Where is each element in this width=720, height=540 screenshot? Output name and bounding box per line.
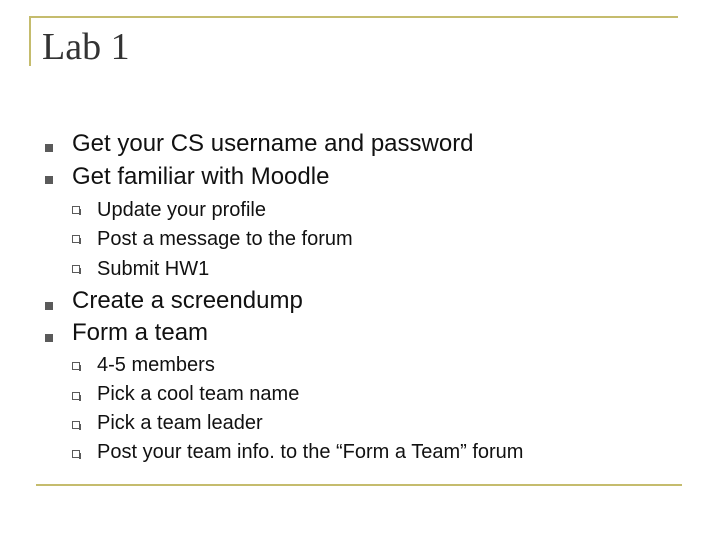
hollow-square-bullet-icon bbox=[72, 235, 81, 244]
hollow-square-bullet-icon bbox=[72, 265, 81, 274]
sub-bullet-item: Update your profile bbox=[97, 199, 266, 221]
bullet-item: Get your CS username and password bbox=[72, 130, 474, 157]
bullet-item: Create a screendump bbox=[72, 287, 303, 314]
sub-bullet-item: Post a message to the forum bbox=[97, 228, 353, 250]
square-bullet-icon bbox=[45, 176, 53, 184]
hollow-square-bullet-icon bbox=[72, 450, 81, 459]
hollow-square-bullet-icon bbox=[72, 206, 81, 215]
hollow-square-bullet-icon bbox=[72, 392, 81, 401]
sub-bullet-item: Pick a cool team name bbox=[97, 383, 300, 405]
bullet-item: Get familiar with Moodle bbox=[72, 163, 330, 190]
sub-bullet-item: Post your team info. to the “Form a Team… bbox=[97, 441, 524, 463]
bullet-item: Form a team bbox=[72, 319, 209, 346]
hollow-square-bullet-icon bbox=[72, 421, 81, 430]
slide-frame-top-line bbox=[29, 16, 678, 18]
square-bullet-icon bbox=[45, 302, 53, 310]
sub-bullet-item: Pick a team leader bbox=[97, 412, 263, 434]
hollow-square-bullet-icon bbox=[72, 362, 81, 371]
square-bullet-icon bbox=[45, 334, 53, 342]
slide-title: Lab 1 bbox=[42, 26, 130, 68]
sub-bullet-item: 4-5 members bbox=[97, 354, 215, 376]
square-bullet-icon bbox=[45, 144, 53, 152]
sub-bullet-item: Submit HW1 bbox=[97, 258, 210, 280]
slide-frame-left-line bbox=[29, 16, 31, 66]
slide-frame-bottom-line bbox=[36, 484, 682, 486]
